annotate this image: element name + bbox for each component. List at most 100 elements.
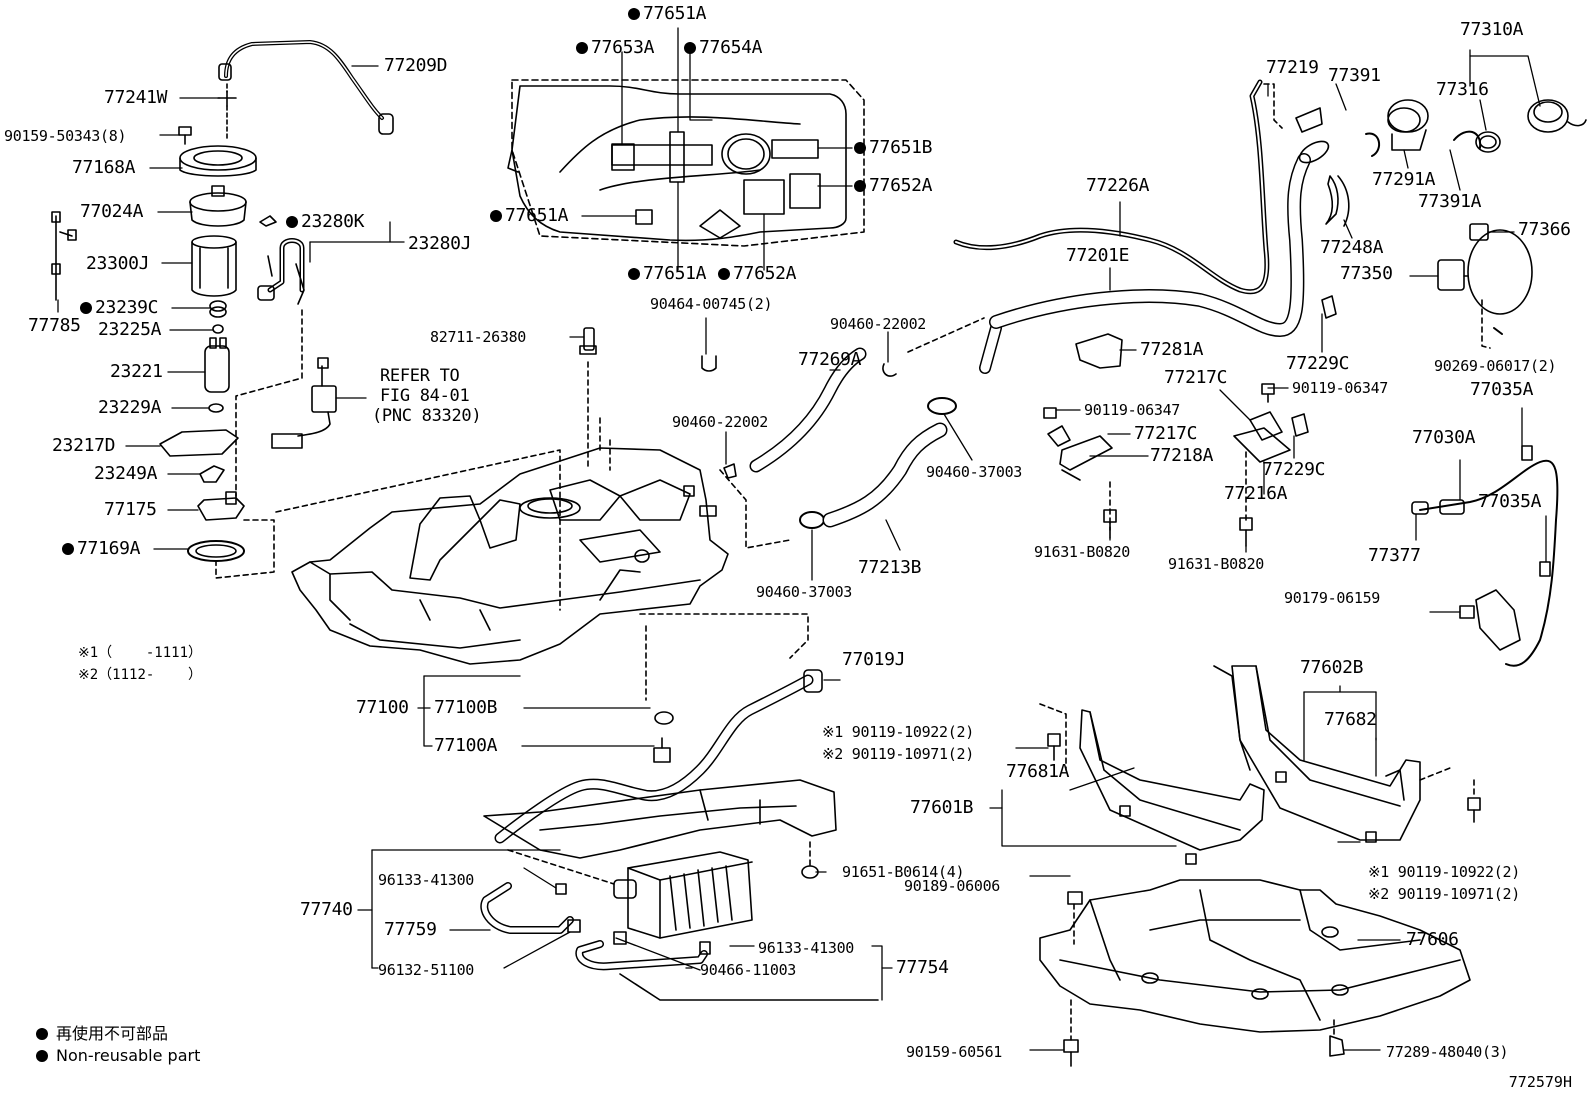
non-reusable-dot-icon [684,42,696,54]
label-90179-06159: 90179-06159 [1284,589,1381,607]
label-90460-37003-a: 90460-37003 [926,463,1023,481]
label-77759: 77759 [384,919,437,940]
label-96132-51100: 96132-51100 [378,961,475,979]
non-reusable-dot-icon [628,8,640,20]
non-reusable-dot-icon [628,268,640,280]
non-reusable-dot-icon [576,42,588,54]
label-77310A: 77310A [1460,19,1524,40]
label-77019J: 77019J [842,649,906,670]
refer-line-3: (PNC 83320) [372,406,482,426]
label-91631-B0820-b: 91631-B0820 [1168,555,1265,573]
label-77100: 77100 [356,697,409,718]
label-77601B: 77601B [910,797,974,818]
label-77175: 77175 [104,499,157,520]
label-77316: 77316 [1436,79,1489,100]
label-77100A: 77100A [434,735,498,756]
refer-line-1: REFER TO [380,366,460,386]
label-77213B: 77213B [858,557,922,578]
label-77652A-right: 77652A [854,176,933,196]
label-77654A: 77654A [684,38,763,58]
non-reusable-dot-icon [490,210,502,222]
label-90119-06347-b: 90119-06347 [1084,401,1181,419]
label-77652A-bottom: 77652A [718,264,797,284]
label-23229A: 23229A [98,397,162,418]
non-reusable-dot-icon [80,302,92,314]
under-cover [1039,879,1471,1067]
non-reusable-dot-icon [854,142,866,154]
label-23280K: 23280K [286,212,365,232]
legend-jp: 再使用不可部品 [36,1020,168,1044]
label-90460-22002-a: 90460-22002 [830,315,927,333]
label-23300J: 23300J [86,253,150,274]
label-82711-26380: 82711-26380 [430,328,527,346]
label-77209D: 77209D [384,55,448,76]
label-77651B: 77651B [854,138,933,158]
label-77035A-a: 77035A [1470,379,1534,400]
label-91651-B0614: 91651-B0614(4) [842,863,965,881]
label-77024A: 77024A [80,201,144,222]
canister-assembly [480,669,879,1001]
label-23221: 23221 [110,361,163,382]
label-77391A: 77391A [1418,191,1482,212]
legend-en: Non-reusable part [36,1046,200,1065]
label-96133-41300-b: 96133-41300 [758,939,855,957]
non-reusable-dot-icon [62,543,74,555]
label-96133-41300-a: 96133-41300 [378,871,475,889]
label-77219: 77219 [1266,57,1319,78]
label-90269-06017: 90269-06017(2) [1434,357,1557,375]
label-77606: 77606 [1406,929,1459,950]
non-reusable-dot-icon [286,216,298,228]
label-77030A: 77030A [1412,427,1476,448]
label-77248A: 77248A [1320,237,1384,258]
label-91631-B0820-a: 91631-B0820 [1034,543,1131,561]
label-77229C-b: 77229C [1262,459,1326,480]
label-90119-10922-right: ※1 90119-10922(2) [1368,863,1520,881]
refer-line-2: FIG 84-01 [380,386,470,406]
label-23225A: 23225A [98,319,162,340]
label-77785: 77785 [28,315,81,336]
fuel-pump-assembly [51,40,394,579]
label-90119-10971-left: ※2 90119-10971(2) [822,745,974,763]
label-77169A: 77169A [62,539,141,559]
label-23217D: 23217D [52,435,116,456]
label-77269A: 77269A [798,349,862,370]
label-77226A: 77226A [1086,175,1150,196]
label-77289-48040: 77289-48040(3) [1386,1043,1509,1061]
label-77391: 77391 [1328,65,1381,86]
label-90466-11003: 90466-11003 [700,961,797,979]
sender-gauge-inset [507,79,865,247]
tank-bands [1039,665,1481,865]
leader-lines [57,27,1547,1051]
label-90159-60561: 90159-60561 [906,1043,1003,1061]
label-77602B: 77602B [1300,657,1364,678]
label-77241W: 77241W [104,87,168,108]
non-reusable-dot-icon [36,1050,48,1062]
label-77291A: 77291A [1372,169,1436,190]
fuel-tank [275,361,809,701]
label-77366: 77366 [1518,219,1571,240]
label-90460-37003-b: 90460-37003 [756,583,853,601]
label-77651A-left: 77651A [490,206,569,226]
note-1: ※1（ -1111） [78,645,203,661]
label-77754: 77754 [896,957,949,978]
label-77035A-b: 77035A [1478,491,1542,512]
label-77168A: 77168A [72,157,136,178]
figure-code: 772579H [1508,1073,1572,1091]
non-reusable-dot-icon [718,268,730,280]
label-77201E: 77201E [1066,245,1130,266]
label-77651A-bottom: 77651A [628,264,707,284]
non-reusable-dot-icon [854,180,866,192]
label-90464-00745: 90464-00745(2) [650,295,773,313]
label-23249A: 23249A [94,463,158,484]
label-77229C-a: 77229C [1286,353,1350,374]
label-90189-06006: 90189-06006 [904,877,1001,895]
label-90119-10971-right: ※2 90119-10971(2) [1368,885,1520,903]
filler-hoses [749,79,1587,667]
label-77217C-a: 77217C [1164,367,1228,388]
label-77653A: 77653A [576,38,655,58]
label-77681A: 77681A [1006,761,1070,782]
note-2: ※2（1112- ） [78,667,203,683]
label-90119-06347-a: 90119-06347 [1292,379,1389,397]
